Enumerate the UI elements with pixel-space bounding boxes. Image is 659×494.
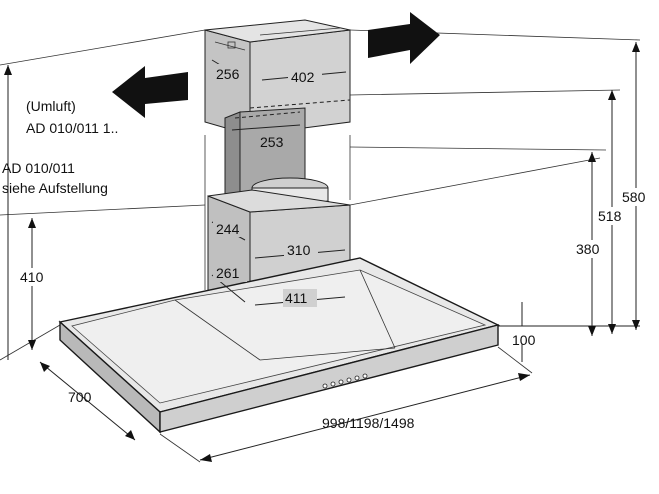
arrow-left-icon [112,66,188,118]
dim-261: 261 [216,265,240,281]
dim-310: 310 [287,242,311,258]
dim-700: 700 [68,389,92,405]
note-ad-line2: siehe Aufstellung [2,180,108,196]
note-ad-line1: AD 010/011 [2,160,75,176]
dim-100: 100 [512,332,536,348]
dim-580: 580 [622,189,646,205]
arrow-right-icon [368,12,440,64]
telescopic-insert [204,99,351,290]
dim-411: 411 [285,290,308,306]
dim-518: 518 [598,208,622,224]
dim-402: 402 [291,69,315,85]
dim-244: 244 [216,221,240,237]
dimension-labels: 256 402 253 244 310 261 411 410 380 518 … [18,64,656,431]
dim-253: 253 [260,134,284,150]
dim-256: 256 [216,66,240,82]
dim-width: 998/1198/1498 [322,415,415,431]
control-buttons-icon [322,373,368,389]
canopy [58,257,501,434]
installation-notes: (Umluft) AD 010/011 1.. AD 010/011 siehe… [2,98,118,196]
note-umluft-line2: AD 010/011 1.. [26,120,118,136]
bottom-dimension-lines [39,346,533,463]
dim-410: 410 [20,269,44,285]
dim-380: 380 [576,241,600,257]
note-umluft-line1: (Umluft) [26,98,76,114]
